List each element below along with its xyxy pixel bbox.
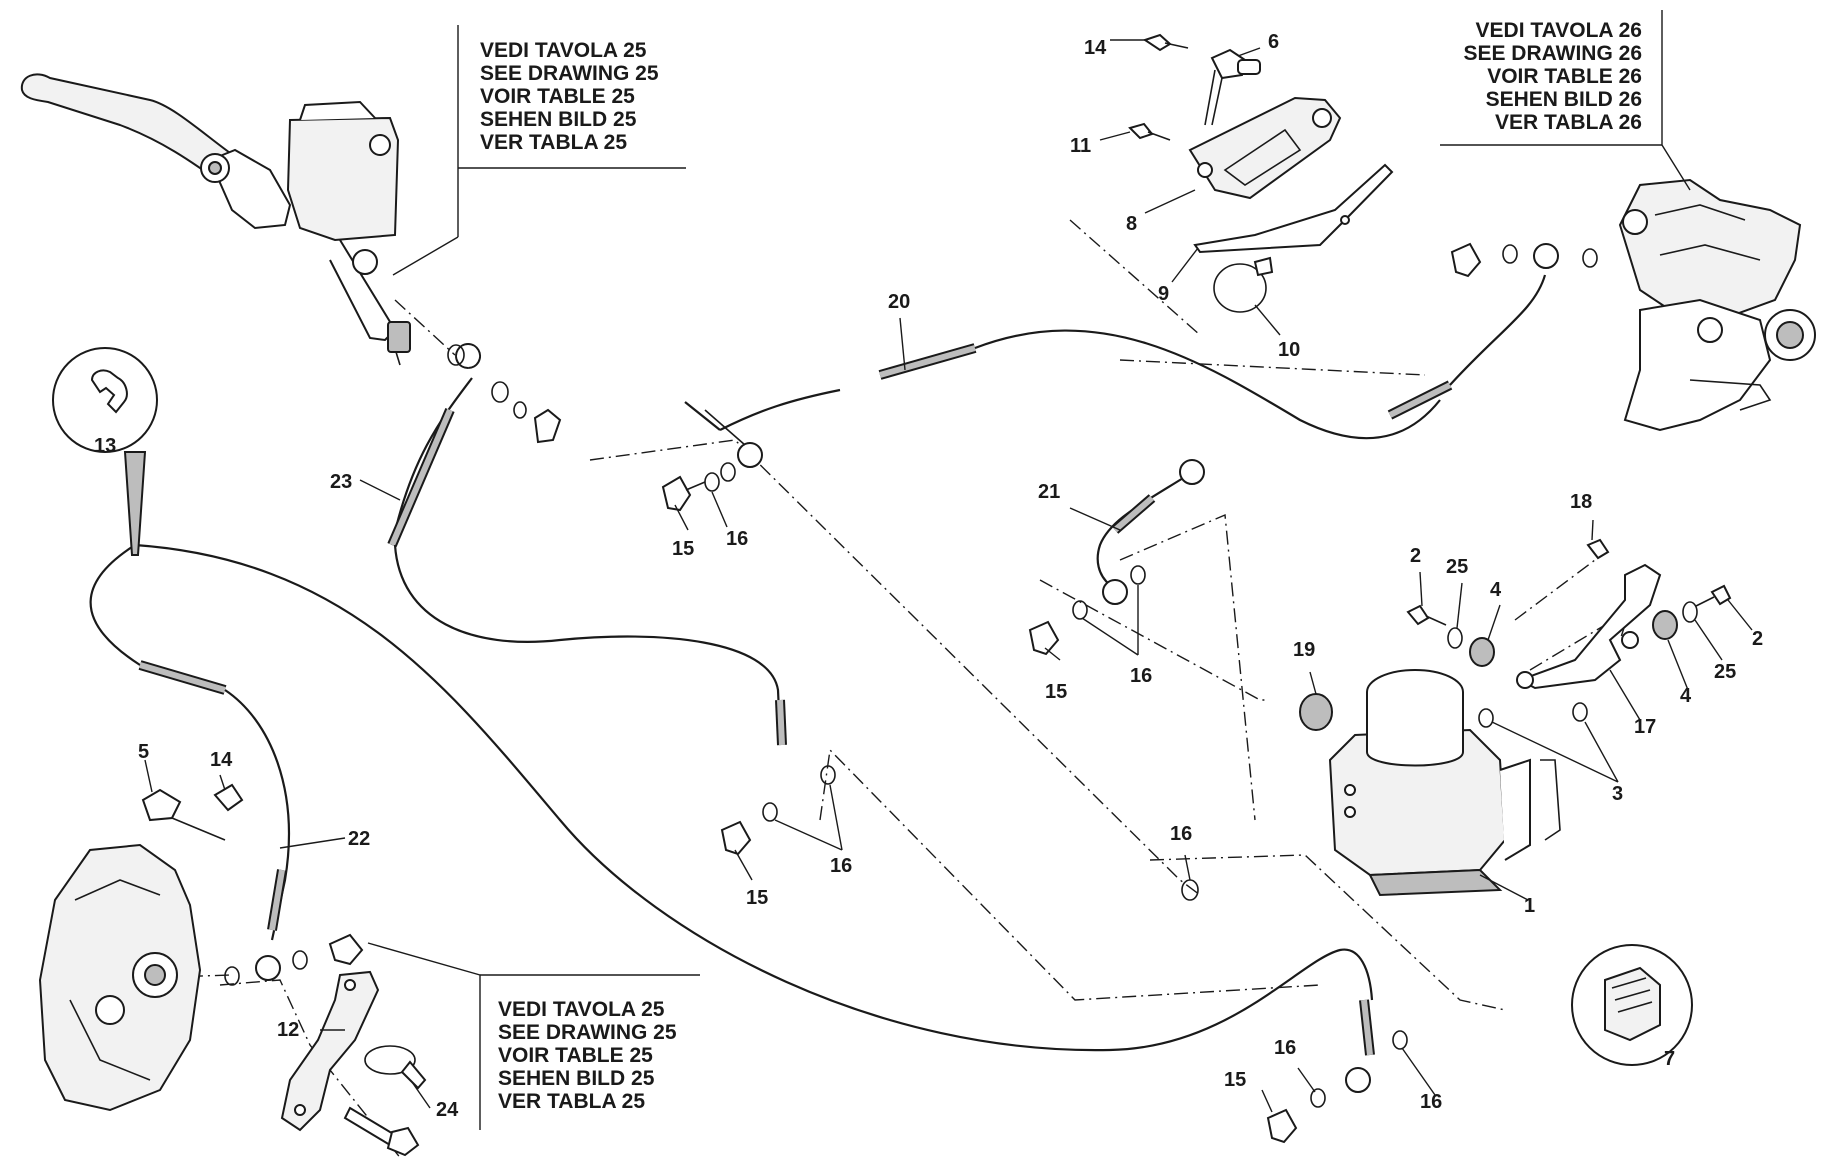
callout-2: 2	[1410, 545, 1421, 567]
svg-text:VEDI TAVOLA 26: VEDI TAVOLA 26	[1476, 19, 1642, 42]
svg-text:VOIR TABLE 25: VOIR TABLE 25	[480, 85, 635, 108]
callout-14: 14	[1084, 37, 1107, 59]
callout-15: 15	[1045, 681, 1067, 703]
svg-text:SEHEN BILD 26: SEHEN BILD 26	[1486, 88, 1642, 111]
callout-15: 15	[1224, 1069, 1246, 1091]
callout-10: 10	[1278, 339, 1300, 361]
callout-13: 13	[94, 435, 116, 457]
callout-9: 9	[1158, 283, 1169, 305]
svg-text:VOIR TABLE 26: VOIR TABLE 26	[1487, 65, 1642, 88]
callout-19: 19	[1293, 639, 1315, 661]
detail-circle-7	[1571, 944, 1693, 1066]
svg-text:SEE DRAWING 26: SEE DRAWING 26	[1463, 42, 1642, 65]
detail-circle-13	[52, 347, 158, 556]
rear-caliper-assembly	[1618, 178, 1816, 432]
callout-15: 15	[746, 887, 768, 909]
callout-16: 16	[1274, 1037, 1296, 1059]
svg-text:VEDI TAVOLA 25: VEDI TAVOLA 25	[498, 998, 665, 1021]
callout-11: 11	[1070, 135, 1091, 157]
callout-16: 16	[726, 528, 748, 550]
note-see-drawing-26: VEDI TAVOLA 26 SEE DRAWING 26 VOIR TABLE…	[1463, 19, 1642, 134]
callout-23: 23	[330, 471, 352, 493]
svg-text:SEE DRAWING 25: SEE DRAWING 25	[498, 1021, 677, 1044]
svg-text:VOIR TABLE 25: VOIR TABLE 25	[498, 1044, 653, 1067]
svg-text:SEE DRAWING 25: SEE DRAWING 25	[480, 62, 659, 85]
callout-7: 7	[1664, 1048, 1675, 1070]
note-see-drawing-25-top: VEDI TAVOLA 25 SEE DRAWING 25 VOIR TABLE…	[480, 39, 659, 154]
callout-18: 18	[1570, 491, 1592, 513]
sensor-bracket-group	[1128, 33, 1394, 313]
svg-text:SEHEN BILD 25: SEHEN BILD 25	[498, 1067, 655, 1090]
brake-lever-master-cylinder	[20, 73, 411, 366]
callout-16: 16	[1420, 1091, 1442, 1113]
svg-text:VEDI TAVOLA 25: VEDI TAVOLA 25	[480, 39, 647, 62]
abs-modulator-unit	[1328, 669, 1561, 897]
callout-1: 1	[1524, 895, 1535, 917]
callout-6: 6	[1268, 31, 1279, 53]
svg-text:VER TABLA 25: VER TABLA 25	[480, 131, 627, 154]
svg-text:SEHEN BILD 25: SEHEN BILD 25	[480, 108, 637, 131]
callout-21: 21	[1038, 481, 1060, 503]
callout-12: 12	[277, 1019, 299, 1041]
svg-text:VER TABLA 25: VER TABLA 25	[498, 1090, 645, 1113]
svg-text:VER TABLA 26: VER TABLA 26	[1495, 111, 1642, 134]
callout-16: 16	[1130, 665, 1152, 687]
callout-25: 25	[1446, 556, 1468, 578]
callout-15: 15	[672, 538, 694, 560]
callout-22: 22	[348, 828, 370, 850]
callout-3: 3	[1612, 783, 1623, 805]
callout-8: 8	[1126, 213, 1137, 235]
part-callouts: 14 6 11 8 9 10 20 23 13 15 16 21 15 16 1…	[94, 31, 1763, 1121]
callout-17: 17	[1634, 716, 1656, 738]
callout-4: 4	[1490, 579, 1502, 601]
front-caliper-assembly	[38, 783, 427, 1157]
callout-16: 16	[1170, 823, 1192, 845]
leader-lines	[144, 10, 1753, 1130]
callout-20: 20	[888, 291, 910, 313]
callout-24: 24	[436, 1099, 459, 1121]
callout-5: 5	[138, 741, 149, 763]
fasteners-and-washers	[447, 242, 1732, 1144]
callout-4: 4	[1680, 685, 1692, 707]
callout-16: 16	[830, 855, 852, 877]
callout-25: 25	[1714, 661, 1736, 683]
brake-hoses	[89, 274, 1547, 1093]
note-see-drawing-25-bottom: VEDI TAVOLA 25 SEE DRAWING 25 VOIR TABLE…	[498, 998, 677, 1113]
callout-14: 14	[210, 749, 233, 771]
callout-2: 2	[1752, 628, 1763, 650]
